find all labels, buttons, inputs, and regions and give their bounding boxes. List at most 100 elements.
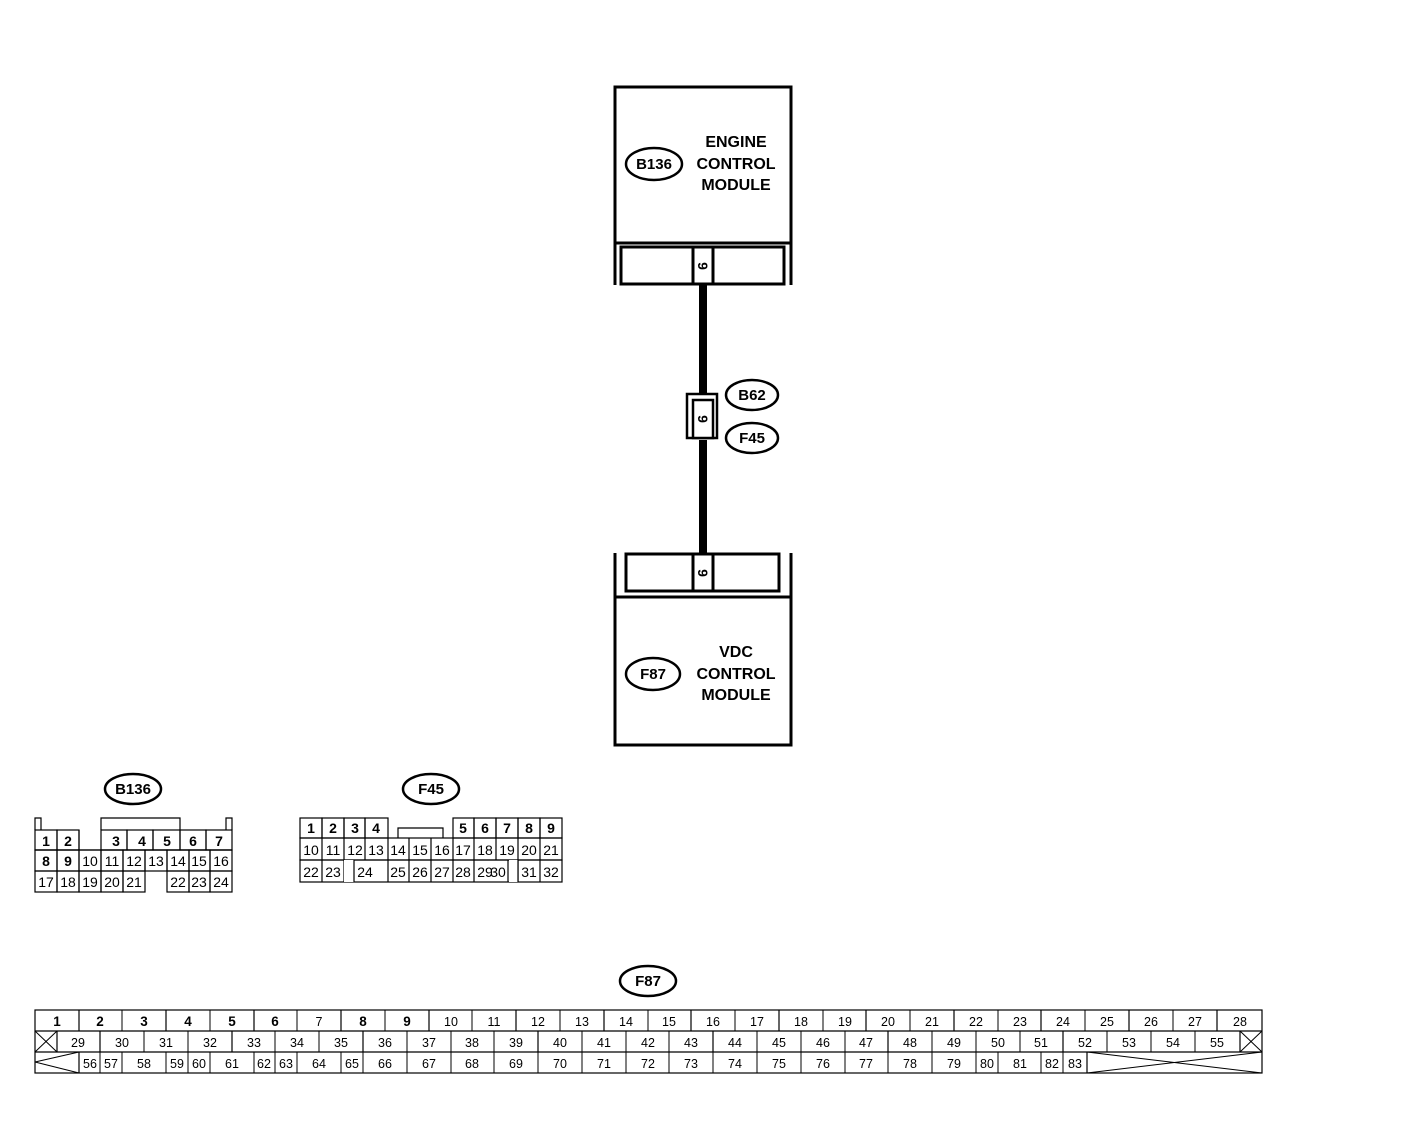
f87-pin: 70 <box>553 1057 567 1071</box>
b136-pin: 8 <box>42 853 50 869</box>
f87-pin: 69 <box>509 1057 523 1071</box>
f45-pin: 16 <box>434 842 450 858</box>
f87-pin: 49 <box>947 1036 961 1050</box>
f87-pin: 64 <box>312 1057 326 1071</box>
ecm-connector-label: B136 <box>636 156 672 173</box>
f87-pin: 56 <box>83 1057 97 1071</box>
b136-pin: 3 <box>112 833 120 849</box>
f87-pin: 59 <box>170 1057 184 1071</box>
f87-pin: 34 <box>290 1036 304 1050</box>
f87-pin: 44 <box>728 1036 742 1050</box>
f87-pin: 15 <box>662 1015 676 1029</box>
f45-pin: 23 <box>325 864 341 880</box>
f45-pin: 20 <box>521 842 537 858</box>
f87-pin: 25 <box>1100 1015 1114 1029</box>
f87-pin: 45 <box>772 1036 786 1050</box>
b136-pin: 2 <box>64 833 72 849</box>
b136-pin: 22 <box>170 874 186 890</box>
f87-pin: 11 <box>488 1015 501 1029</box>
f87-pin: 5 <box>228 1014 236 1029</box>
f45-pin: 18 <box>477 842 493 858</box>
vdc-title-line-3: MODULE <box>701 687 771 704</box>
f45-pin: 11 <box>326 842 341 858</box>
f87-pin: 3 <box>140 1014 148 1029</box>
b136-pin: 9 <box>64 853 72 869</box>
f87-pin: 36 <box>378 1036 392 1050</box>
vdc-connector-label: F87 <box>640 666 666 683</box>
f45-connector-face[interactable]: F45 1 2 3 4 5 6 7 8 9 10 11 12 <box>299 772 563 883</box>
f45-pin: 24 <box>357 864 373 880</box>
b136-face-label: B136 <box>115 781 151 798</box>
f87-pin: 28 <box>1233 1015 1247 1029</box>
b62-connector-label: B62 <box>738 387 766 404</box>
f87-pin: 6 <box>271 1014 279 1029</box>
f87-pin: 78 <box>903 1057 917 1071</box>
f45-pin: 19 <box>499 842 515 858</box>
b136-pin: 14 <box>170 853 186 869</box>
f87-pin: 12 <box>531 1015 545 1029</box>
joint-connector[interactable]: 9 B62 F45 <box>685 378 780 455</box>
f87-pin: 22 <box>969 1015 983 1029</box>
f87-pin: 38 <box>465 1036 479 1050</box>
vdc-title-line-2: CONTROL <box>696 666 775 683</box>
f45-pin: 4 <box>372 820 380 836</box>
f87-pin: 82 <box>1045 1057 1059 1071</box>
f87-pin: 72 <box>641 1057 655 1071</box>
ecm-pin-label: 9 <box>695 262 711 270</box>
f45-pin: 12 <box>347 842 363 858</box>
f87-pin: 66 <box>378 1057 392 1071</box>
b136-pin: 23 <box>191 874 207 890</box>
vdc-control-module[interactable]: 9 F87 VDC CONTROL MODULE <box>613 552 793 747</box>
f45-pin: 1 <box>307 820 315 836</box>
f87-pin: 17 <box>750 1015 764 1029</box>
f87-pin: 43 <box>684 1036 698 1050</box>
f45-pin: 21 <box>543 842 559 858</box>
f45-pin: 32 <box>543 864 559 880</box>
engine-control-module[interactable]: 9 B136 ENGINE CONTROL MODULE <box>613 85 793 286</box>
f45-pin: 31 <box>521 864 537 880</box>
f45-pin: 3 <box>351 820 359 836</box>
f87-pin: 77 <box>859 1057 873 1071</box>
f87-pin: 23 <box>1013 1015 1027 1029</box>
f87-pin: 14 <box>619 1015 633 1029</box>
f45-face-label: F45 <box>418 781 444 798</box>
vdc-pin-label: 9 <box>695 569 711 577</box>
f87-pin: 83 <box>1068 1057 1082 1071</box>
f87-pin: 26 <box>1144 1015 1158 1029</box>
f87-pin: 1 <box>53 1014 61 1029</box>
f87-pin: 71 <box>597 1057 611 1071</box>
f87-pin: 52 <box>1078 1036 1092 1050</box>
f87-pin: 32 <box>203 1036 217 1050</box>
f87-pin: 73 <box>684 1057 698 1071</box>
f87-pin: 21 <box>925 1015 939 1029</box>
b136-pin: 5 <box>163 833 171 849</box>
f87-pin: 19 <box>838 1015 852 1029</box>
f87-pin: 39 <box>509 1036 523 1050</box>
f87-pin: 74 <box>728 1057 742 1071</box>
b136-pin: 13 <box>148 853 164 869</box>
joint-pin-label: 9 <box>695 415 711 423</box>
b136-pin: 21 <box>126 874 142 890</box>
b136-pin: 7 <box>215 833 223 849</box>
f87-pin: 31 <box>159 1036 173 1050</box>
f87-pin: 8 <box>359 1014 367 1029</box>
f87-pin: 63 <box>279 1057 293 1071</box>
f87-pin: 50 <box>991 1036 1005 1050</box>
b136-pin: 6 <box>189 833 197 849</box>
f87-connector-face[interactable]: F87 1 2 3 4 5 6 <box>34 964 1263 1074</box>
f87-pin: 20 <box>881 1015 895 1029</box>
f87-pin: 46 <box>816 1036 830 1050</box>
f87-pin: 62 <box>257 1057 271 1071</box>
b136-pin: 11 <box>105 853 120 869</box>
f45-pin: 13 <box>368 842 384 858</box>
f87-face-label: F87 <box>635 973 661 990</box>
b136-pin: 1 <box>42 833 50 849</box>
f87-pin: 41 <box>597 1036 611 1050</box>
f45-pin: 25 <box>390 864 406 880</box>
b136-pin: 19 <box>82 874 98 890</box>
b136-connector-face[interactable]: B136 1 2 3 4 5 6 7 8 9 10 11 12 <box>34 772 233 893</box>
f87-pin: 51 <box>1034 1036 1048 1050</box>
f87-pin: 67 <box>422 1057 436 1071</box>
f87-pin: 58 <box>137 1057 151 1071</box>
